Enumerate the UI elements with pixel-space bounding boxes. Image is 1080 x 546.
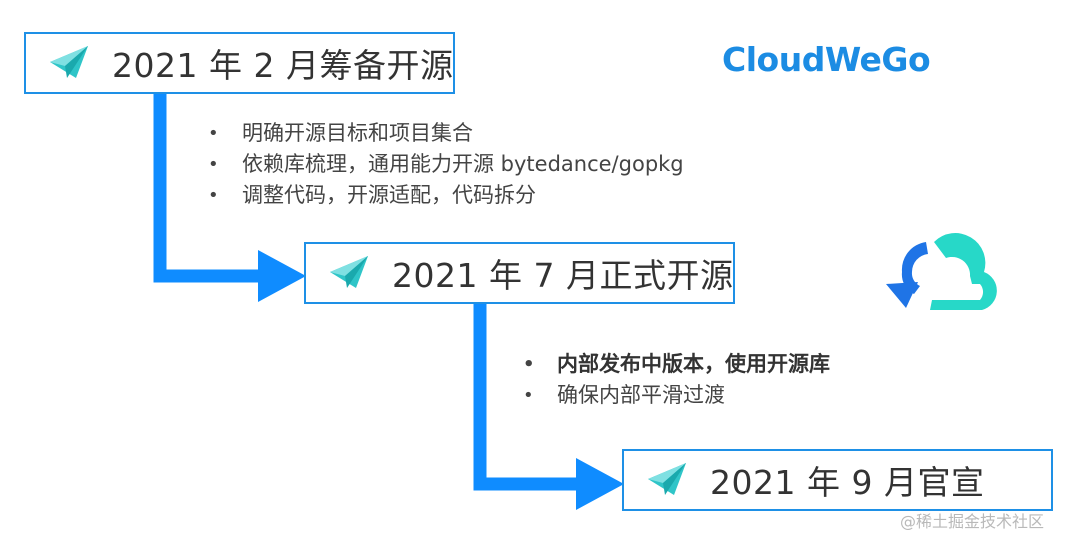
stage-2-bullet-list: •内部发布中版本，使用开源库 •确保内部平滑过渡 bbox=[523, 349, 830, 411]
cloudwego-cloud-logo-icon bbox=[886, 233, 997, 310]
watermark: @稀土掘金技术社区 bbox=[900, 512, 1045, 531]
stage-title: 2021 年 9 月官宣 bbox=[710, 463, 985, 502]
list-item: •依赖库梳理，通用能力开源 bytedance/gopkg bbox=[208, 152, 684, 176]
stage-box-feb-2021: 2021 年 2 月筹备开源 bbox=[24, 32, 455, 94]
paper-plane-icon bbox=[648, 463, 686, 495]
list-item: •明确开源目标和项目集合 bbox=[208, 121, 473, 145]
list-item: •确保内部平滑过渡 bbox=[523, 383, 725, 407]
stage-box-jul-2021: 2021 年 7 月正式开源 bbox=[304, 242, 735, 304]
brand-name: CloudWeGo bbox=[722, 40, 931, 79]
stage-title: 2021 年 7 月正式开源 bbox=[392, 256, 734, 295]
paper-plane-icon bbox=[50, 46, 88, 78]
stage-box-sep-2021: 2021 年 9 月官宣 bbox=[622, 449, 1053, 511]
connector-arrow-2 bbox=[473, 303, 580, 491]
connector-arrowhead-1 bbox=[258, 250, 306, 302]
list-item: •调整代码，开源适配，代码拆分 bbox=[208, 183, 536, 207]
connector-arrow-1 bbox=[153, 93, 262, 283]
stage-1-bullet-list: •明确开源目标和项目集合 •依赖库梳理，通用能力开源 bytedance/gop… bbox=[208, 118, 684, 211]
list-item: •内部发布中版本，使用开源库 bbox=[523, 352, 830, 376]
paper-plane-icon bbox=[330, 256, 368, 288]
stage-title: 2021 年 2 月筹备开源 bbox=[112, 46, 454, 85]
connector-arrowhead-2 bbox=[576, 458, 624, 510]
